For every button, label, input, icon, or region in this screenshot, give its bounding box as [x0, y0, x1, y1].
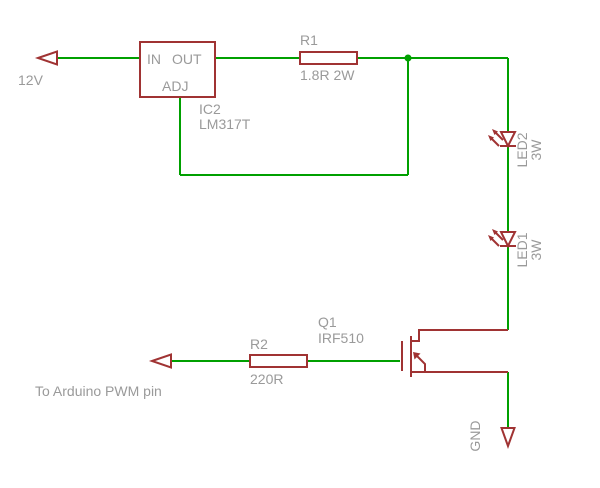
ic2-regulator: IN OUT ADJ IC2 LM317T [139, 41, 251, 132]
ic2-name: IC2 [199, 101, 221, 117]
r1-resistor: R1 1.8R 2W [299, 32, 358, 83]
led1-emission-arrow-shaft-1 [495, 232, 504, 241]
led2-name: LED2 [514, 132, 530, 167]
led1-emission-arrow-shaft-2 [491, 238, 500, 247]
q1-drain-pin [411, 329, 508, 342]
r1-value: 1.8R 2W [300, 67, 355, 83]
ic2-body [139, 41, 216, 98]
pwm-pin-arrow [148, 353, 172, 369]
q1-name: Q1 [318, 314, 337, 330]
led1-symbol: LED1 3W [488, 229, 544, 268]
ic2-pin-out-label: OUT [172, 51, 202, 67]
pwm-note: To Arduino PWM pin [35, 383, 162, 399]
supply-arrow-12v [34, 50, 58, 66]
junction-dot [404, 54, 412, 62]
led1-emission-arrowhead-1 [492, 229, 498, 235]
led2-symbol: LED2 3W [488, 129, 544, 168]
led1-emission-arrowhead-2 [488, 235, 494, 241]
gnd-label: GND [467, 420, 483, 451]
led2-value: 3W [528, 139, 544, 161]
q1-value: IRF510 [318, 330, 364, 346]
ic2-pin-adj-label: ADJ [162, 78, 188, 94]
r2-name: R2 [250, 336, 268, 352]
nets [57, 54, 509, 428]
r2-resistor: R2 220R [249, 336, 308, 387]
ic2-pin-in-label: IN [147, 51, 161, 67]
ic2-value: LM317T [199, 116, 251, 132]
led1-triangle [499, 231, 517, 249]
led1-value: 3W [528, 239, 544, 261]
q1-substrate-arrowhead [413, 352, 421, 360]
r1-name: R1 [300, 32, 318, 48]
led2-triangle [499, 131, 517, 149]
r2-value: 220R [250, 371, 283, 387]
led2-emission-arrow-shaft-1 [495, 132, 504, 141]
led2-emission-arrowhead-2 [488, 135, 494, 141]
led2-emission-arrow-shaft-2 [491, 138, 500, 147]
led1-name: LED1 [514, 232, 530, 267]
q1-substrate-arrow-shaft [416, 355, 426, 372]
gnd-arrow [500, 427, 516, 449]
led2-emission-arrowhead-1 [492, 129, 498, 135]
q1-mosfet-symbol: Q1 IRF510 [318, 314, 508, 377]
supply-label-12v: 12V [18, 72, 44, 88]
r2-body [249, 354, 308, 368]
r1-body [299, 51, 358, 65]
